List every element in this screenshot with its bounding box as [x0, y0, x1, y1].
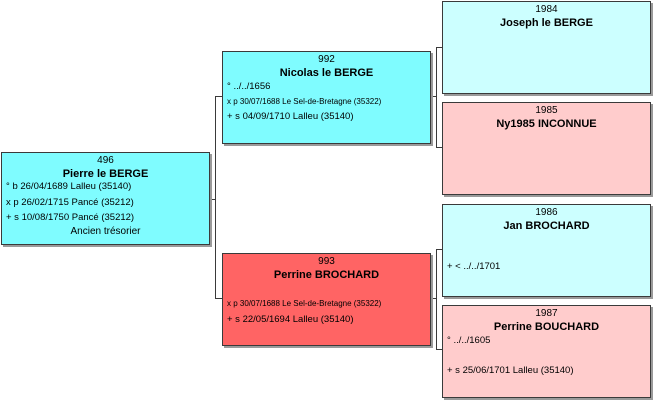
sosa-number: 992	[318, 54, 335, 65]
person-name: Ny1985 INCONNUE	[496, 117, 597, 130]
person-name: Nicolas le BERGE	[279, 66, 374, 79]
connector	[436, 47, 437, 148]
sosa-number: 1986	[535, 207, 558, 218]
connector	[436, 249, 442, 250]
marriage-line: x p 30/07/1688 Le Sel-de-Bretagne (35322…	[227, 97, 382, 107]
connector	[436, 249, 437, 350]
birth-line: ° ../../1605	[447, 335, 491, 347]
sosa-number: 1984	[535, 4, 558, 15]
connector	[436, 47, 442, 48]
birth-line: ° ../../1656	[227, 81, 271, 93]
person-name: Perrine BROCHARD	[273, 268, 380, 281]
connector	[215, 96, 222, 97]
marriage-line: x p 30/07/1688 Le Sel-de-Bretagne (35322…	[227, 299, 382, 309]
sosa-number: 1987	[535, 308, 558, 319]
connector	[215, 96, 216, 299]
death-line: + s 04/09/1710 Lalleu (35140)	[227, 111, 354, 123]
person-box-1984[interactable]: 1984 Joseph le BERGE	[442, 1, 651, 94]
person-name: Jan BROCHARD	[503, 219, 590, 232]
connector	[210, 199, 216, 200]
marriage-line: x p 26/02/1715 Pancé (35212)	[6, 197, 134, 209]
person-box-1986[interactable]: 1986 Jan BROCHARD + < ../../1701	[442, 204, 651, 297]
death-line: + s 25/06/1701 Lalleu (35140)	[447, 365, 574, 377]
death-line: + s 22/05/1694 Lalleu (35140)	[227, 314, 354, 326]
person-box-993[interactable]: 993 Perrine BROCHARD x p 30/07/1688 Le S…	[222, 253, 431, 346]
person-box-1985[interactable]: 1985 Ny1985 INCONNUE	[442, 102, 651, 195]
connector	[431, 298, 437, 299]
person-name: Perrine BOUCHARD	[493, 320, 600, 333]
birth-line: ° b 26/04/1689 Lalleu (35140)	[6, 181, 132, 193]
death-line: + s 10/08/1750 Pancé (35212)	[6, 211, 135, 223]
person-box-992[interactable]: 992 Nicolas le BERGE ° ../../1656 x p 30…	[222, 51, 431, 144]
connector	[431, 96, 437, 97]
connector	[436, 147, 442, 148]
person-box-496[interactable]: 496 Pierre le BERGE ° b 26/04/1689 Lalle…	[1, 152, 210, 245]
person-box-1987[interactable]: 1987 Perrine BOUCHARD ° ../../1605 + s 2…	[442, 305, 651, 398]
death-line: + < ../../1701	[447, 261, 501, 273]
sosa-number: 993	[318, 256, 335, 267]
person-name: Joseph le BERGE	[500, 16, 593, 29]
person-name: Pierre le BERGE	[62, 167, 149, 180]
sosa-number: 496	[97, 155, 114, 166]
sosa-number: 1985	[535, 105, 558, 116]
connector	[215, 298, 222, 299]
connector	[436, 349, 442, 350]
occupation-line: Ancien trésorier	[70, 225, 141, 237]
